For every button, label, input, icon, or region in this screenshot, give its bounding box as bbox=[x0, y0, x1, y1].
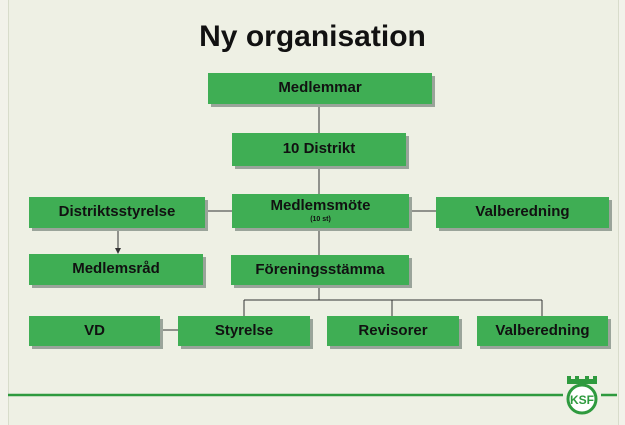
node-medlemmar: Medlemmar bbox=[208, 73, 432, 104]
node-revisorer-label: Revisorer bbox=[358, 321, 428, 339]
page-title: Ny organisation bbox=[199, 20, 426, 53]
node-valberedning-top-label: Valberedning bbox=[475, 203, 570, 221]
node-distriktsstyrelse: Distriktsstyrelse bbox=[29, 197, 205, 228]
node-medlemsmote-sublabel: (10 st) bbox=[310, 215, 331, 223]
node-styrelse-label: Styrelse bbox=[214, 321, 274, 339]
node-foreningsstamma-label: Föreningsstämma bbox=[255, 260, 385, 278]
node-medlemsrad: Medlemsråd bbox=[29, 254, 203, 285]
node-foreningsstamma: Föreningsstämma bbox=[231, 255, 409, 285]
node-styrelse: Styrelse bbox=[178, 316, 310, 346]
node-10-distrikt: 10 Distrikt bbox=[232, 133, 406, 166]
node-revisorer: Revisorer bbox=[327, 316, 459, 346]
ksf-logo: KSF bbox=[566, 376, 598, 415]
node-medlemmar-label: Medlemmar bbox=[278, 79, 362, 97]
node-valberedning-bottom-label: Valberedning bbox=[495, 321, 590, 339]
node-medlemsrad-label: Medlemsråd bbox=[72, 260, 160, 278]
node-valberedning-bottom: Valberedning bbox=[477, 316, 608, 346]
node-vd: VD bbox=[29, 316, 160, 346]
node-medlemsmote: Medlemsmöte (10 st) bbox=[232, 194, 409, 228]
node-10-distrikt-label: 10 Distrikt bbox=[282, 140, 356, 158]
node-distriktsstyrelse-label: Distriktsstyrelse bbox=[58, 203, 176, 221]
node-vd-label: VD bbox=[84, 321, 105, 339]
node-medlemsmote-label: Medlemsmöte bbox=[270, 197, 371, 215]
node-valberedning-top: Valberedning bbox=[436, 197, 609, 228]
logo-text: KSF bbox=[570, 393, 594, 407]
